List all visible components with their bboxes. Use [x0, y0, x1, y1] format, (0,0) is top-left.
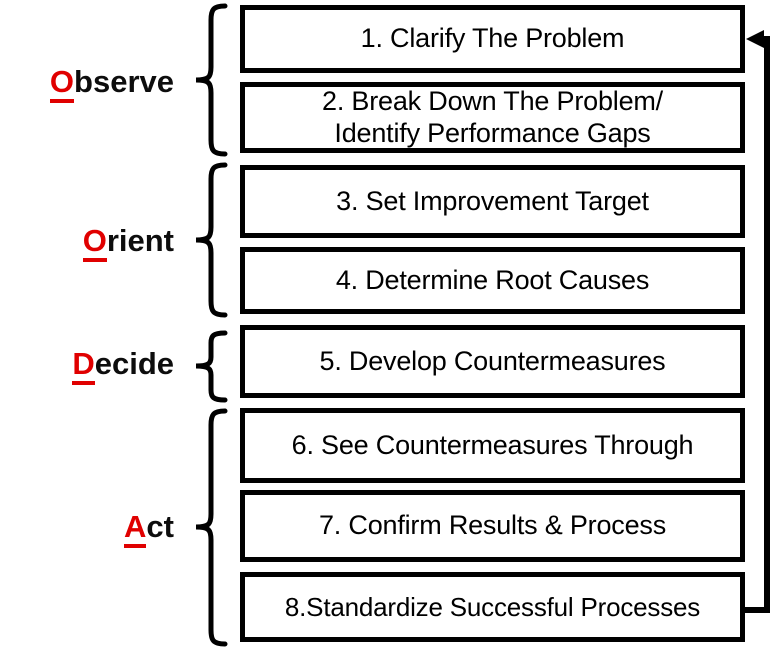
step-label-6: 6. See Countermeasures Through — [291, 429, 694, 460]
step-box-6: 6. See Countermeasures Through — [240, 408, 745, 483]
step-box-3: 3. Set Improvement Target — [240, 165, 745, 238]
step-label-3: 3. Set Improvement Target — [336, 185, 649, 216]
brace-act-icon — [195, 408, 228, 647]
group-initial-orient: O — [82, 224, 107, 262]
group-rest-decide: ecide — [94, 346, 174, 381]
step-label-2: 2. Break Down The Problem/ Identify Perf… — [322, 86, 663, 148]
step-box-8: 8.Standardize Successful Processes — [240, 572, 745, 642]
group-label-observe: Observe — [0, 60, 174, 104]
brace-orient-icon — [195, 162, 228, 318]
step-label-5: 5. Develop Countermeasures — [319, 345, 666, 376]
group-label-orient: Orient — [0, 219, 174, 263]
feedback-loop-line — [745, 36, 770, 613]
step-box-4: 4. Determine Root Causes — [240, 247, 745, 314]
group-rest-act: ct — [146, 509, 174, 544]
brace-observe-icon — [195, 3, 228, 157]
group-label-decide: Decide — [0, 342, 174, 386]
step-box-7: 7. Confirm Results & Process — [240, 490, 745, 562]
group-rest-observe: bserve — [74, 64, 174, 99]
step-box-5: 5. Develop Countermeasures — [240, 325, 745, 398]
group-label-act: Act — [0, 505, 174, 549]
step-label-4: 4. Determine Root Causes — [335, 264, 650, 295]
step-box-1: 1. Clarify The Problem — [240, 5, 745, 73]
group-initial-decide: D — [72, 347, 95, 385]
step-label-8: 8.Standardize Successful Processes — [284, 591, 701, 622]
group-initial-observe: O — [49, 65, 75, 103]
group-rest-orient: rient — [106, 223, 174, 258]
group-initial-act: A — [124, 510, 147, 548]
step-label-1: 1. Clarify The Problem — [360, 23, 625, 54]
arrow-head-icon — [746, 30, 764, 48]
brace-decide-icon — [195, 330, 228, 403]
step-label-7: 7. Confirm Results & Process — [318, 510, 666, 541]
step-box-2: 2. Break Down The Problem/ Identify Perf… — [240, 82, 745, 153]
